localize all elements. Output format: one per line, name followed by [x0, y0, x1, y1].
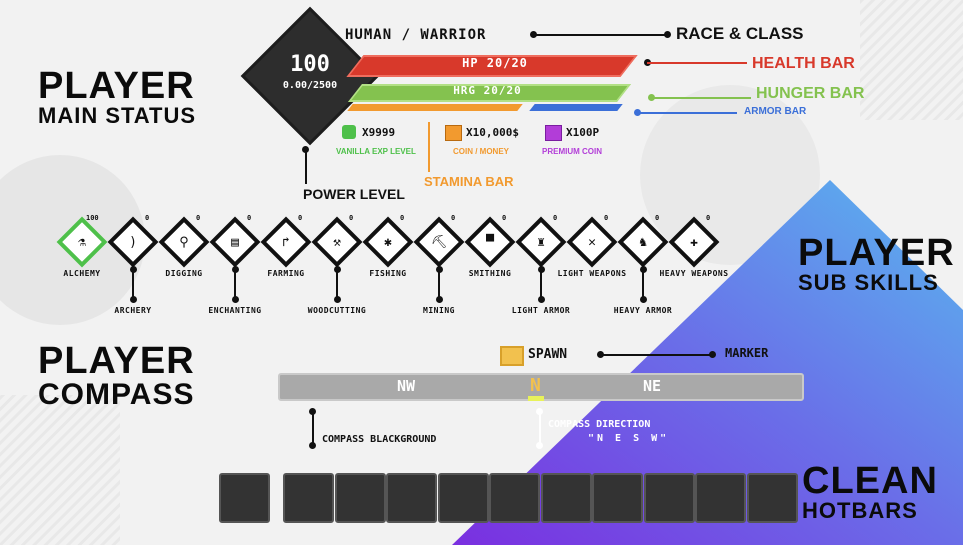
money-annotation: COIN / MONEY [453, 147, 510, 156]
power-value: 100 [290, 52, 330, 77]
health-bar-annotation: HEALTH BAR [752, 55, 855, 72]
hunger-bar-label: HRG 20/20 [453, 84, 522, 97]
spawn-label: SPAWN [528, 347, 568, 362]
compass-north: N [530, 375, 541, 396]
skill-level: 0 [604, 214, 609, 222]
compass-direction-sub: "N E S W" [588, 433, 670, 444]
skill-label: SMITHING [468, 269, 512, 278]
skill-level: 0 [145, 214, 150, 222]
chestplate-icon: ♜ [537, 234, 545, 250]
skill-label: LIGHT WEAPONS [557, 269, 627, 278]
title-sub-skills-line1: PLAYER [798, 232, 955, 274]
skill-level: 0 [706, 214, 711, 222]
skill-label: ENCHANTING [208, 306, 262, 315]
skill-label: FISHING [369, 269, 407, 278]
power-level-annotation: POWER LEVEL [303, 186, 405, 202]
compass-direction-annotation: COMPASS DIRECTION [548, 419, 651, 430]
title-main-status-line2: MAIN STATUS [38, 103, 197, 129]
pickaxe-icon: ⛏ [430, 234, 448, 250]
compass-ne: NE [643, 377, 662, 395]
coin-chest-icon [445, 125, 462, 141]
skill-level: 0 [502, 214, 507, 222]
offhand-slot[interactable] [219, 473, 270, 523]
premium-chest-icon [545, 125, 562, 141]
skill-label: MINING [423, 306, 455, 315]
compass-pointer [528, 396, 544, 401]
skill-label: HEAVY ARMOR [613, 306, 673, 315]
heavy-armor-icon: ♞ [639, 234, 647, 250]
skill-level: 0 [553, 214, 558, 222]
skill-level: 100 [86, 214, 99, 222]
skill-label: ARCHERY [114, 306, 152, 315]
hotbar-slot[interactable] [386, 473, 437, 523]
race-class-text: HUMAN / WARRIOR [345, 27, 487, 43]
compass-background-annotation: COMPASS BLACKGROUND [322, 434, 437, 445]
skill-level: 0 [451, 214, 456, 222]
title-compass-line2: COMPASS [38, 378, 195, 412]
stamina-bar [347, 104, 523, 111]
skill-level: 0 [400, 214, 405, 222]
hotbar-slot[interactable] [334, 473, 386, 523]
hotbar-slot[interactable] [695, 473, 746, 523]
title-hotbars-line1: CLEAN [802, 460, 938, 502]
hotbar-slot[interactable] [592, 473, 643, 523]
title-main-status: PLAYER MAIN STATUS [38, 65, 197, 129]
title-sub-skills: PLAYER SUB SKILLS [798, 232, 955, 296]
skill-label: FARMING [267, 269, 305, 278]
anvil-icon: ▀ [486, 234, 494, 250]
skill-level: 0 [298, 214, 303, 222]
hotbar-slot[interactable] [437, 473, 489, 523]
hotbar-slot[interactable] [283, 473, 334, 523]
book-icon: ▤ [231, 234, 239, 250]
skill-level: 0 [655, 214, 660, 222]
hoe-icon: ↱ [282, 234, 290, 250]
hunger-bar-annotation: HUNGER BAR [756, 85, 865, 102]
axe-icon: ⚒ [333, 234, 341, 250]
skill-level: 0 [247, 214, 252, 222]
title-compass: PLAYER COMPASS [38, 340, 195, 412]
armor-bar [529, 104, 623, 111]
skill-label: ALCHEMY [63, 269, 101, 278]
title-hotbars-line2: HOTBARS [802, 498, 918, 524]
power-progress: 0.00/2500 [282, 80, 338, 91]
skill-label: WOODCUTTING [307, 306, 367, 315]
title-compass-line1: PLAYER [38, 340, 195, 382]
hotbar-slot[interactable] [746, 473, 798, 523]
skill-level: 0 [349, 214, 354, 222]
race-class-annotation: RACE & CLASS [676, 24, 804, 43]
stamina-bar-annotation: STAMINA BAR [424, 174, 514, 189]
compass-nw: NW [397, 377, 416, 395]
money-value: X10,000$ [466, 126, 519, 139]
skill-level: 0 [196, 214, 201, 222]
title-main-status-line1: PLAYER [38, 65, 195, 107]
fish-icon: ✱ [384, 234, 392, 250]
shovel-icon: ⚲ [179, 234, 189, 250]
sword-icon: ✕ [588, 234, 596, 250]
exp-annotation: VANILLA EXP LEVEL [336, 147, 416, 156]
title-sub-skills-line2: SUB SKILLS [798, 270, 939, 296]
health-bar-label: HP 20/20 [462, 56, 528, 70]
exp-orb-icon [342, 125, 356, 139]
skill-label: LIGHT ARMOR [511, 306, 571, 315]
skill-label: DIGGING [165, 269, 203, 278]
exp-value: X9999 [362, 126, 396, 139]
spawn-marker-icon [500, 346, 524, 366]
hotbar-slot[interactable] [489, 473, 540, 523]
hotbar-slot[interactable] [643, 473, 695, 523]
flask-icon: ⚗ [78, 234, 86, 250]
skill-label: HEAVY WEAPONS [659, 269, 729, 278]
premium-value: X100P [566, 126, 600, 139]
premium-annotation: PREMIUM COIN [542, 147, 602, 156]
bow-icon: ) [129, 234, 137, 250]
hotbar-slot[interactable] [540, 473, 592, 523]
armor-bar-annotation: ARMOR BAR [744, 106, 807, 117]
title-hotbars: CLEAN HOTBARS [802, 460, 938, 524]
greatsword-icon: ✚ [690, 234, 698, 250]
marker-annotation: MARKER [725, 346, 769, 360]
